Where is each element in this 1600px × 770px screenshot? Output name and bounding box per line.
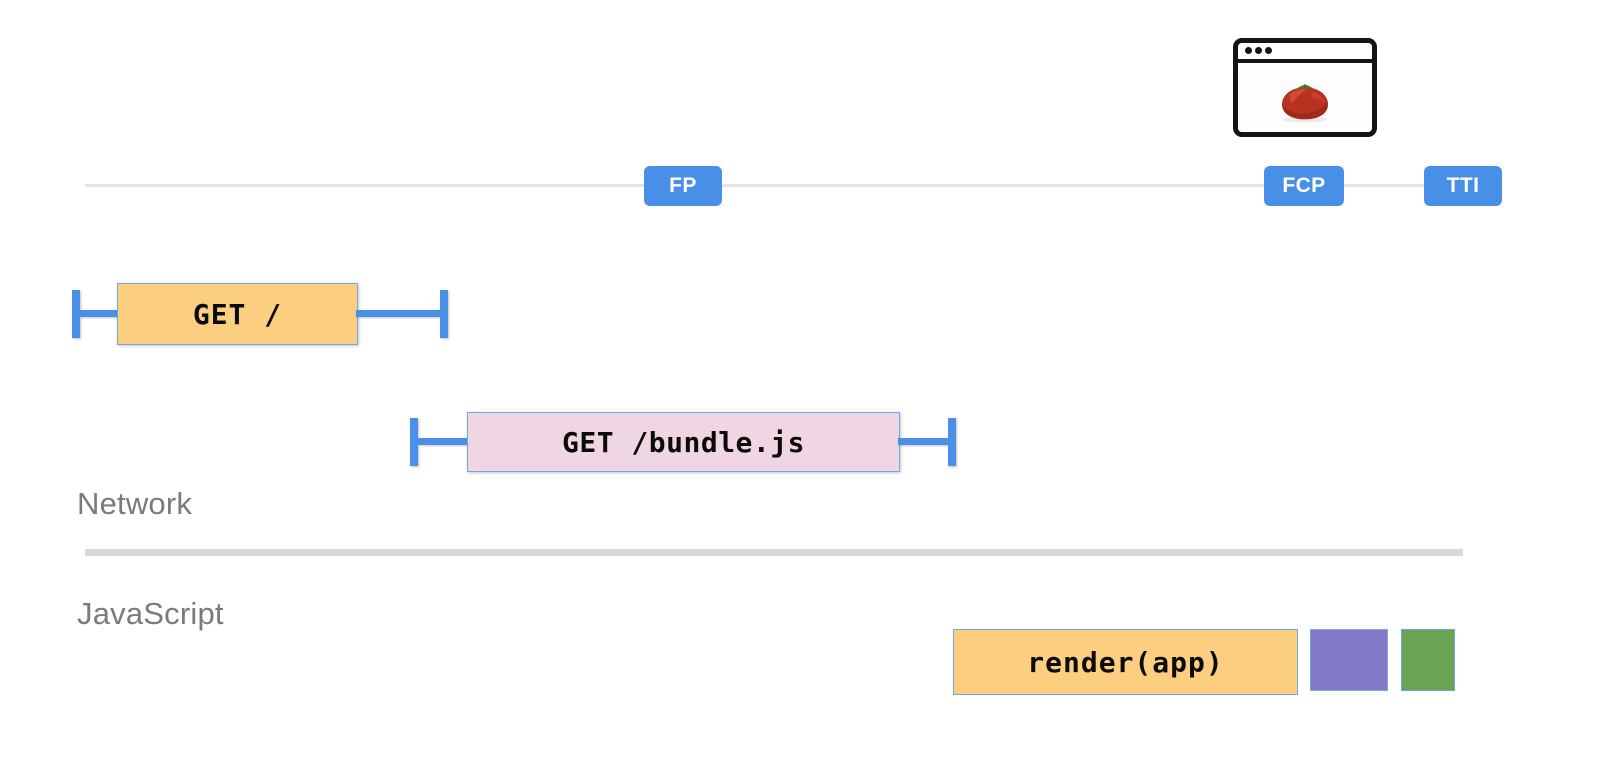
lane-divider (85, 549, 1463, 556)
request-bar-get-root[interactable]: GET / (117, 283, 358, 345)
timeline-line-segment (85, 184, 644, 187)
request-whisker-cap-right (948, 418, 956, 466)
browser-dot (1245, 47, 1252, 54)
browser-dot (1265, 47, 1272, 54)
tomato-photo (1282, 82, 1328, 122)
browser-titlebar (1238, 43, 1372, 63)
lane-label-network: Network (77, 486, 193, 521)
timeline-line-segment (722, 184, 1264, 187)
request-whisker-cap-left (410, 418, 418, 466)
js-task-green[interactable] (1401, 629, 1455, 691)
request-whisker-stem-left (418, 438, 470, 445)
request-whisker-stem-right (356, 310, 445, 317)
js-task-render-app[interactable]: render(app) (953, 629, 1298, 695)
browser-dot (1255, 47, 1262, 54)
marker-fcp[interactable]: FCP (1264, 166, 1344, 206)
timeline-line-segment (1344, 184, 1424, 187)
request-whisker-cap-right (440, 290, 448, 338)
request-whisker-stem-right (898, 438, 952, 445)
browser-viewport (1238, 67, 1372, 132)
request-whisker-stem-left (80, 310, 120, 317)
request-whisker-cap-left (72, 290, 80, 338)
lane-label-javascript: JavaScript (77, 596, 224, 631)
marker-fp[interactable]: FP (644, 166, 722, 206)
browser-window-icon (1233, 38, 1377, 137)
browser-dots-icon (1245, 47, 1272, 54)
request-bar-get-bundle-js[interactable]: GET /bundle.js (467, 412, 900, 472)
marker-tti[interactable]: TTI (1424, 166, 1502, 206)
js-task-purple[interactable] (1310, 629, 1388, 691)
